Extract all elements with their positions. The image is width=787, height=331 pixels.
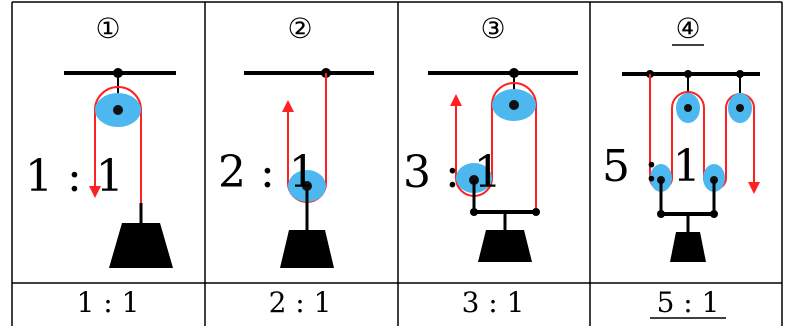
spreader-joint-left [470,208,478,216]
pulley-axle [113,105,123,115]
load-weight [109,223,173,268]
panel-2-number: ② [287,12,312,45]
load-weight [670,232,706,262]
panel-1: ① 1 : 1 1 : 1 [25,12,176,319]
panel-4: ④ 5 : 1 5 : 1 [602,12,760,319]
panel-3-number: ③ [480,12,505,45]
panel-3-diagram-ratio: 3 : 1 [403,147,502,198]
panel-3-pulley-system [428,68,578,262]
spreader-joint-left [657,210,665,218]
panel-3: ③ 3 : 1 3 : 1 [403,12,578,319]
panel-2-caption: 2 : 1 [269,286,332,319]
pulley-axle [302,181,312,191]
fixed-pulley-axle-1 [684,104,692,112]
table-grid [11,1,783,326]
panel-1-pulley-system [64,68,176,268]
panel-1-diagram-ratio: 1 : 1 [25,151,124,202]
panel-2-diagram-ratio: 2 : 1 [218,147,317,198]
load-weight [478,230,532,262]
fixed-pulley-axle-2 [736,104,744,112]
spreader-joint-right [710,210,718,218]
panel-2-pulley-system [244,68,374,268]
panel-4-diagram-ratio: 5 : 1 [602,141,701,192]
panel-3-caption: 3 : 1 [462,286,525,319]
spreader-joint-right [532,208,540,216]
panel-4-pulley-system [622,70,760,262]
panel-1-caption: 1 : 1 [77,286,140,319]
panel-1-number: ① [95,12,120,45]
load-weight [280,230,334,268]
fixed-pulley-axle [509,100,519,110]
panel-4-caption: 5 : 1 [657,286,720,319]
panel-4-number: ④ [675,12,700,45]
panel-2: ② 2 : 1 2 : 1 [218,12,374,319]
